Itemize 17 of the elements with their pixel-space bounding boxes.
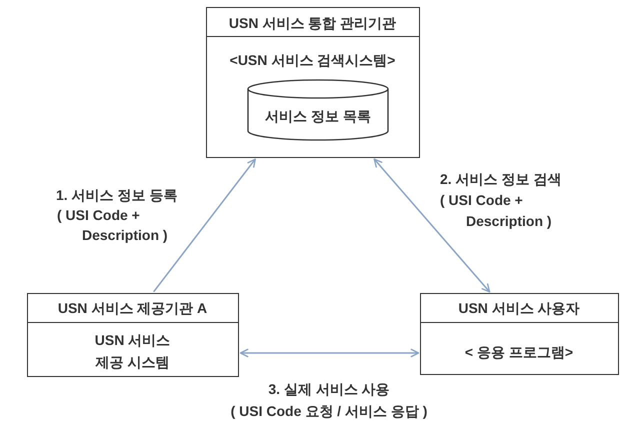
- system-box: [420, 293, 619, 375]
- database-label: 서비스 정보 목록: [265, 107, 371, 125]
- subtitle: <USN 서비스 검색시스템>: [230, 50, 396, 68]
- arrow: [240, 348, 420, 358]
- system-box: [27, 293, 239, 377]
- subtitle: USN 서비스 제공 시스템: [94, 330, 170, 372]
- database-cylinder: [247, 79, 389, 141]
- subtitle: < 응용 프로그램>: [464, 342, 574, 360]
- system-box: [206, 7, 420, 158]
- arrow: [153, 158, 256, 292]
- edge-label: 2. 서비스 정보 검색 ( USI Code + Description ): [440, 170, 562, 231]
- edge-label: 3. 실제 서비스 사용 ( USI Code 요청 / 서비스 응답 ): [230, 380, 428, 421]
- heading: USN 서비스 통합 관리기관: [228, 14, 396, 32]
- edge-label: 1. 서비스 정보 등록 ( USI Code + Description ): [56, 186, 178, 245]
- heading: USN 서비스 제공기관 A: [58, 298, 208, 316]
- arrow: [374, 158, 490, 293]
- heading: USN 서비스 사용자: [458, 298, 580, 316]
